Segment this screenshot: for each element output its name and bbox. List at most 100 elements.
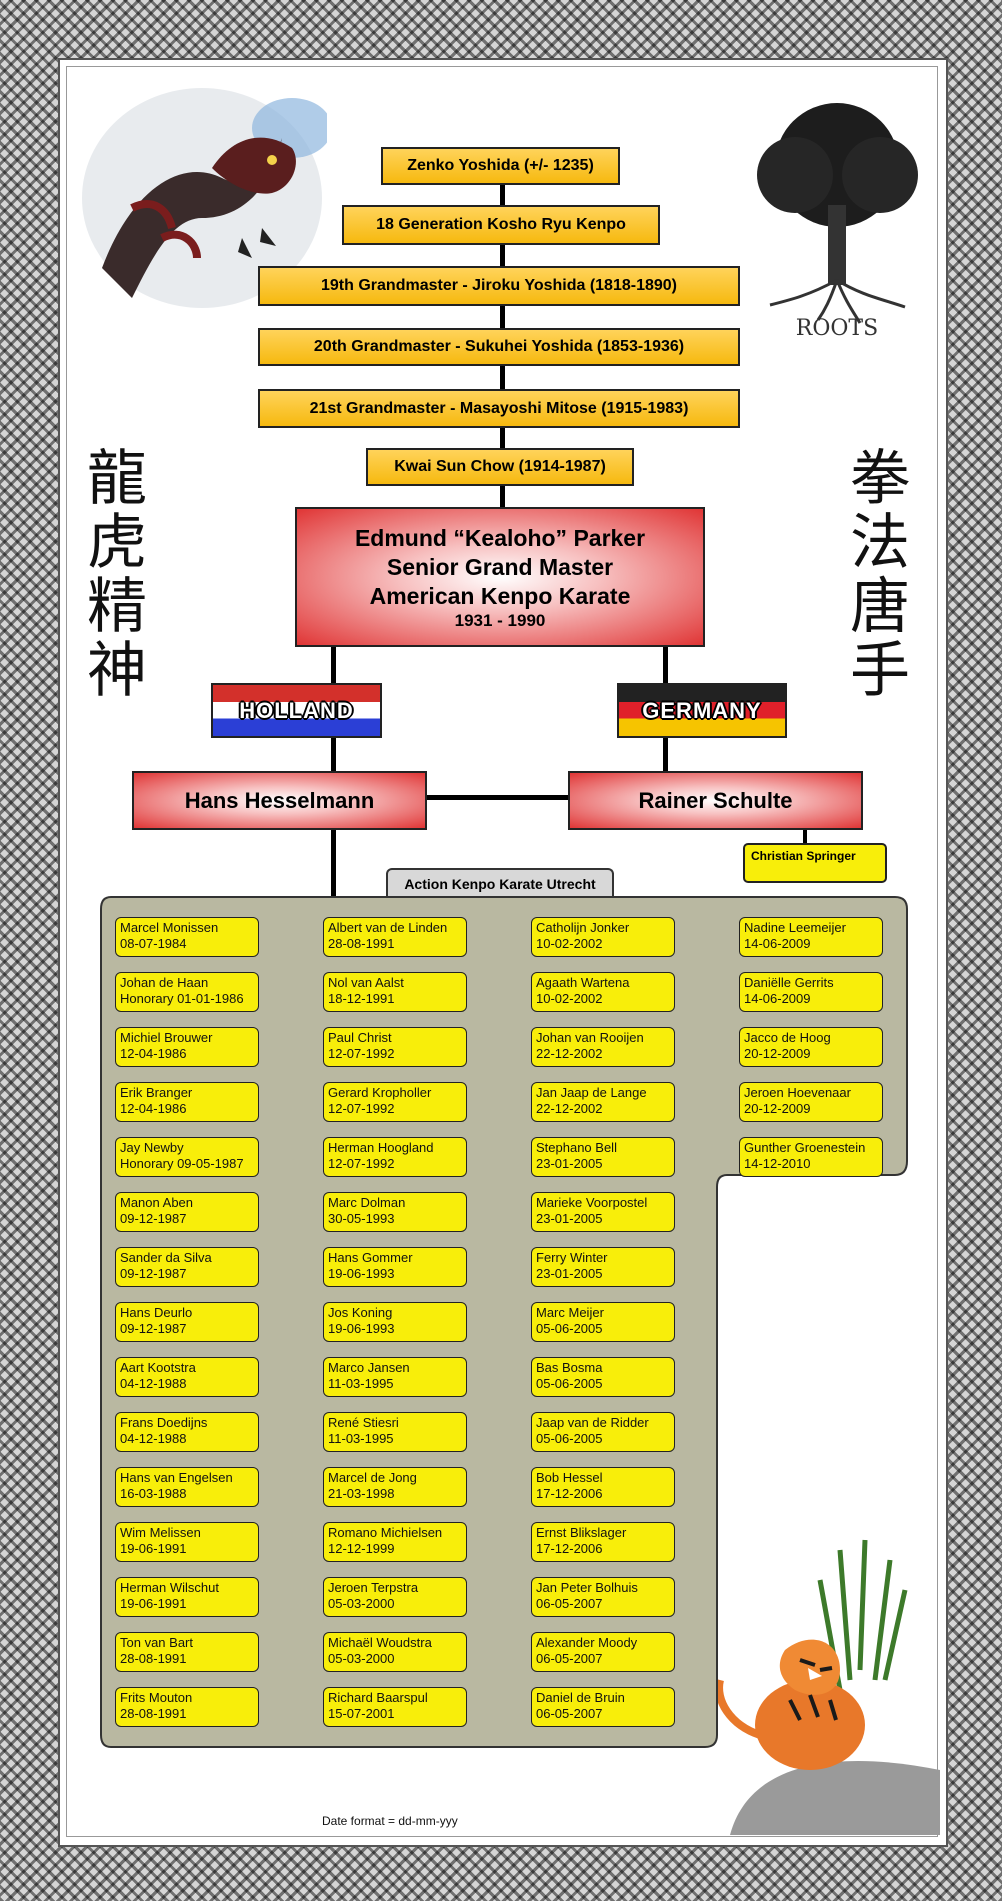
member-date: 05-06-2005	[536, 1376, 603, 1391]
member-name: Johan de Haan	[120, 975, 209, 990]
members-panel	[100, 896, 908, 1748]
master-title: Senior Grand Master	[386, 553, 614, 580]
kanji-char: 精	[87, 572, 147, 642]
kanji-char: 法	[850, 508, 910, 578]
member-name: Albert van de Linden	[328, 920, 448, 935]
member-date: 05-06-2005	[536, 1321, 603, 1336]
member-date: 23-01-2005	[536, 1266, 603, 1281]
member-name: Jeroen Hoevenaar	[744, 1085, 851, 1100]
christian-springer-box: Christian Springer	[743, 843, 887, 883]
member-date: 19-06-1993	[328, 1321, 395, 1336]
tree-caption: ROOTS	[796, 316, 878, 340]
member-name: Jay Newby	[120, 1140, 184, 1155]
member-date: 04-12-1988	[120, 1431, 187, 1446]
tree-illustration: ROOTS	[757, 103, 918, 340]
member-date: 09-12-1987	[120, 1321, 187, 1336]
member-name: Sander da Silva	[120, 1250, 212, 1265]
member-date: 09-12-1987	[120, 1266, 187, 1281]
member-name: Bob Hessel	[536, 1470, 603, 1485]
kanji-char: 手	[850, 636, 910, 706]
member-date: 14-06-2009	[744, 936, 811, 951]
school-connector	[331, 828, 336, 898]
member-name: Jan Jaap de Lange	[536, 1085, 647, 1100]
member-date: 19-06-1993	[328, 1266, 395, 1281]
member-name: Stephano Bell	[536, 1140, 617, 1155]
member-name: Nadine Leemeijer	[744, 920, 846, 935]
member-name: Marcel de Jong	[328, 1470, 417, 1485]
member-date: 14-12-2010	[744, 1156, 811, 1171]
member-name: Bas Bosma	[536, 1360, 603, 1375]
member-date: 22-12-2002	[536, 1046, 603, 1061]
member-name: Marco Jansen	[328, 1360, 410, 1375]
member-name: Johan van Rooijen	[536, 1030, 644, 1045]
member-name: Frits Mouton	[120, 1690, 193, 1705]
member-name: Hans Deurlo	[120, 1305, 193, 1320]
lineage-box: Kwai Sun Chow (1914-1987)	[366, 448, 634, 486]
germany-instructor-connector	[663, 737, 668, 772]
tiger-illustration	[715, 1539, 940, 1835]
member-date: 14-06-2009	[744, 991, 811, 1006]
member-date: 22-12-2002	[536, 1101, 603, 1116]
member-name: Marcel Monissen	[120, 920, 219, 935]
member-date: 28-08-1991	[120, 1651, 187, 1666]
member-name: Manon Aben	[120, 1195, 194, 1210]
member-name: René Stiesri	[328, 1415, 399, 1430]
member-name: Jacco de Hoog	[744, 1030, 831, 1045]
member-date: 11-03-1995	[328, 1376, 394, 1391]
kanji-char: 神	[87, 636, 147, 706]
member-date: 17-12-2006	[536, 1541, 603, 1556]
member-date: 12-12-1999	[328, 1541, 395, 1556]
member-date: 15-07-2001	[328, 1706, 395, 1721]
member-name: Aart Kootstra	[120, 1360, 196, 1375]
member-date: 05-03-2000	[328, 1596, 395, 1611]
member-name: Frans Doedijns	[120, 1415, 208, 1430]
member-name: Ferry Winter	[536, 1250, 608, 1265]
member-date: 09-12-1987	[120, 1211, 187, 1226]
member-name: Michiel Brouwer	[120, 1030, 213, 1045]
member-date: 08-07-1984	[120, 936, 187, 951]
member-date: 20-12-2009	[744, 1101, 811, 1116]
member-name: Gerard Kropholler	[328, 1085, 432, 1100]
member-name: Erik Branger	[120, 1085, 193, 1100]
member-date: Honorary 01-01-1986	[120, 991, 244, 1006]
member-name: Catholijn Jonker	[536, 920, 630, 935]
germany-flag: GERMANY	[617, 683, 787, 738]
lineage-box: 20th Grandmaster - Sukuhei Yoshida (1853…	[258, 328, 740, 366]
member-date: 04-12-1988	[120, 1376, 187, 1391]
kanji-char: 龍	[87, 444, 147, 514]
member-date: 23-01-2005	[536, 1211, 603, 1226]
member-date: 20-12-2009	[744, 1046, 811, 1061]
kanji-char: 拳	[850, 444, 910, 514]
holland-connector	[331, 645, 336, 685]
member-name: Marc Dolman	[328, 1195, 406, 1210]
member-name: Daniëlle Gerrits	[744, 975, 834, 990]
member-date: Honorary 09-05-1987	[120, 1156, 244, 1171]
member-date: 21-03-1998	[328, 1486, 395, 1501]
member-date: 06-05-2007	[536, 1706, 603, 1721]
member-name: Nol van Aalst	[328, 975, 404, 990]
member-name: Hans Gommer	[328, 1250, 413, 1265]
member-name: Gunther Groenestein	[744, 1140, 866, 1155]
member-name: Jos Koning	[328, 1305, 393, 1320]
